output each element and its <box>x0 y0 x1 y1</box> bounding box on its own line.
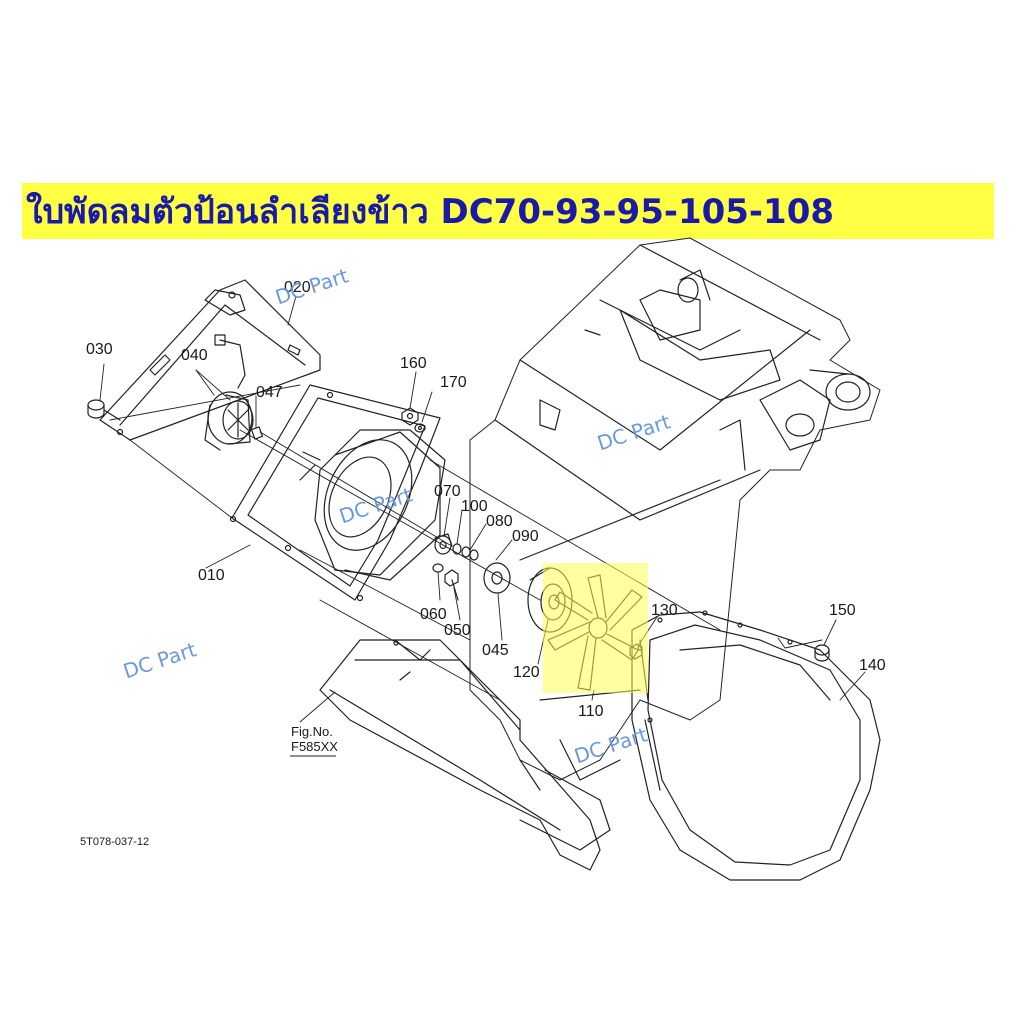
washer-170 <box>414 423 426 433</box>
bolt-150 <box>814 644 830 662</box>
part-label-060: 060 <box>420 606 447 623</box>
highlight-box-110 <box>543 563 648 693</box>
part-label-080: 080 <box>486 513 513 530</box>
part-label-120: 120 <box>513 664 540 681</box>
part-label-050: 050 <box>444 622 471 639</box>
part-label-170: 170 <box>440 374 467 391</box>
part-label-130: 130 <box>651 602 678 619</box>
part-label-047: 047 <box>256 384 283 401</box>
fan-shroud-010 <box>229 384 446 602</box>
part-label-030: 030 <box>86 341 113 358</box>
fan-hub-070 <box>434 533 453 555</box>
part-label-140: 140 <box>859 657 886 674</box>
washer-090 <box>483 562 511 594</box>
figure-reference-line1: Fig.No. <box>291 724 333 739</box>
part-label-150: 150 <box>829 602 856 619</box>
leader-lines <box>99 295 866 723</box>
nut-080 <box>461 546 479 561</box>
part-label-020: 020 <box>284 279 311 296</box>
spacer-047 <box>250 426 264 440</box>
part-label-045: 045 <box>482 642 509 659</box>
assembly-guide-lines <box>109 384 721 701</box>
fan-cover-140 <box>631 610 881 881</box>
bolt-030 <box>87 399 121 421</box>
title-banner <box>22 183 994 239</box>
part-label-070: 070 <box>434 483 461 500</box>
bolt-050 <box>444 569 459 601</box>
figure-reference: Fig.No. F585XX <box>291 724 338 754</box>
drawing-code: 5T078-037-12 <box>80 836 150 848</box>
feeder-housing <box>469 237 881 851</box>
part-label-160: 160 <box>400 355 427 372</box>
part-label-090: 090 <box>512 528 539 545</box>
washer-060 <box>432 563 444 573</box>
figure-reference-line2: F585XX <box>291 739 338 754</box>
part-label-110: 110 <box>578 703 604 720</box>
part-label-040: 040 <box>181 347 208 364</box>
floor-plate <box>319 639 601 871</box>
part-label-010: 010 <box>198 567 225 584</box>
fan-motor-040 <box>204 334 254 451</box>
title-text: ใบพัดลมตัวป้อนลำเลียงข้าว DC70-93-95-105… <box>26 192 835 232</box>
part-label-100: 100 <box>461 498 488 515</box>
